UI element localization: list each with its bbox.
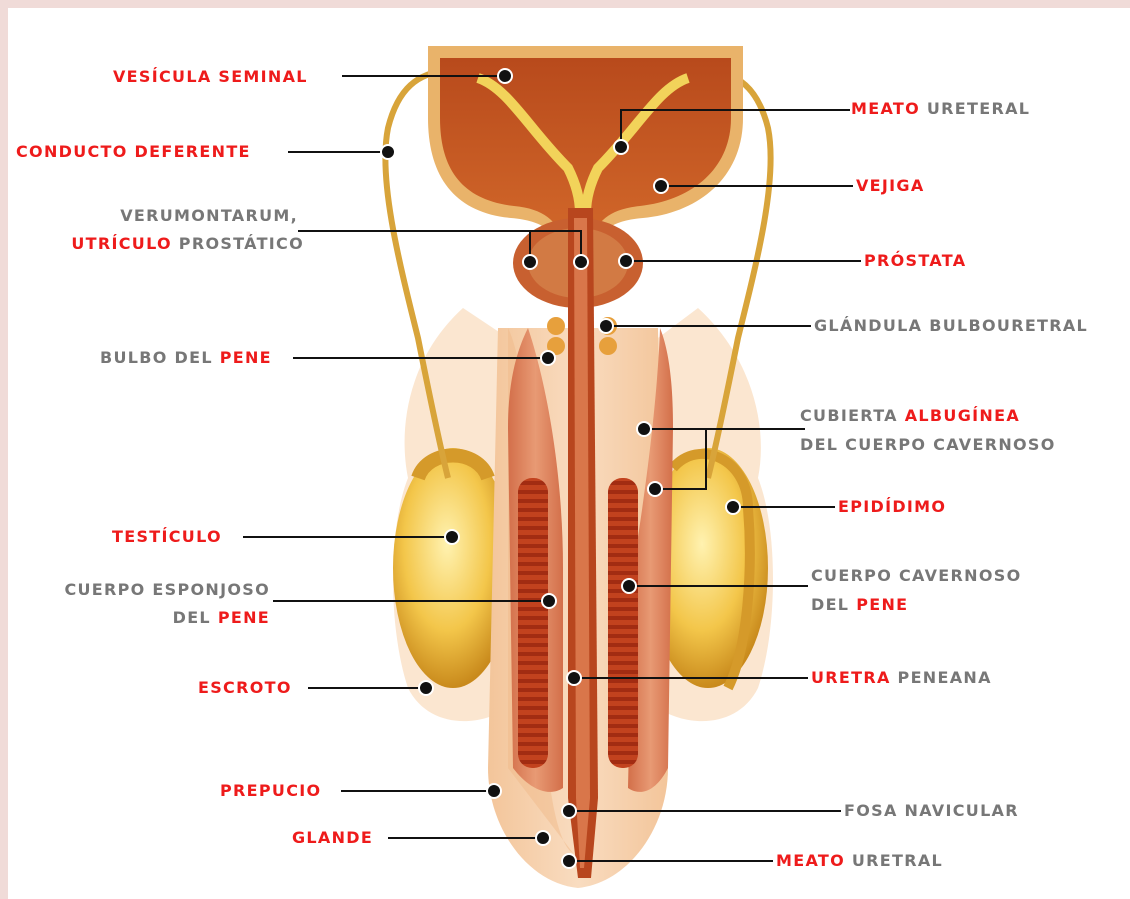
dot-meato-uretral <box>562 854 576 868</box>
dot-escroto <box>419 681 433 695</box>
label-bulbo-pene: PENE <box>220 348 272 367</box>
dot-epididimo <box>726 500 740 514</box>
dot-esponjoso <box>542 594 556 608</box>
label-esponjoso-del: DEL <box>173 608 218 627</box>
dot-bulbo <box>541 351 555 365</box>
dot-albuginea-2 <box>648 482 662 496</box>
dot-prepucio <box>487 784 501 798</box>
dot-glandula <box>599 319 613 333</box>
dot-albuginea <box>637 422 651 436</box>
label-utriculo-prostatico: UTRÍCULO PROSTÁTICO <box>28 233 304 255</box>
label-vejiga: VEJIGA <box>856 175 925 197</box>
label-del-cuerpo-cavernoso: DEL CUERPO CAVERNOSO <box>800 434 1056 456</box>
dot-testiculo <box>445 530 459 544</box>
diagram-canvas: VESÍCULA SEMINAL CONDUCTO DEFERENTE VERU… <box>8 8 1130 899</box>
dot-verumontarum <box>523 255 537 269</box>
label-prostatico: PROSTÁTICO <box>172 234 304 253</box>
label-utriculo: UTRÍCULO <box>71 234 172 253</box>
label-prepucio: PREPUCIO <box>220 780 321 802</box>
label-peneana: PENEANA <box>891 668 992 687</box>
label-glandula-bulbouretral: GLÁNDULA BULBOURETRAL <box>814 315 1088 337</box>
label-testiculo: TESTÍCULO <box>112 526 222 548</box>
label-conducto-deferente: CONDUCTO DEFERENTE <box>16 141 251 163</box>
label-bulbo-del: BULBO DEL <box>100 348 220 367</box>
label-uretra: URETRA <box>811 668 891 687</box>
label-albuginea: ALBUGÍNEA <box>905 406 1020 425</box>
label-meato-uretral: MEATO URETRAL <box>776 850 943 872</box>
dot-fosa <box>562 804 576 818</box>
label-meato-ureteral: MEATO URETERAL <box>851 98 1030 120</box>
label-meato-uretral-gray: URETRAL <box>845 851 943 870</box>
dot-cavernoso <box>622 579 636 593</box>
label-esponjoso-del-pene: DEL PENE <box>18 607 270 629</box>
dot-meato-ureteral <box>614 140 628 154</box>
label-glande: GLANDE <box>292 827 373 849</box>
dot-conducto <box>381 145 395 159</box>
label-cavernoso-del-pene: DEL PENE <box>811 594 908 616</box>
label-escroto: ESCROTO <box>198 677 292 699</box>
label-cuerpo-esponjoso: CUERPO ESPONJOSO <box>18 579 270 601</box>
label-meato-uretral-red: MEATO <box>776 851 845 870</box>
label-vesicula-seminal: VESÍCULA SEMINAL <box>113 66 308 88</box>
label-cubierta: CUBIERTA <box>800 406 905 425</box>
dot-utriculo <box>574 255 588 269</box>
label-cuerpo-cavernoso: CUERPO CAVERNOSO <box>811 565 1021 587</box>
label-meato-ureteral-gray: URETERAL <box>920 99 1030 118</box>
dot-uretra <box>567 671 581 685</box>
dot-vejiga <box>654 179 668 193</box>
label-fosa-navicular: FOSA NAVICULAR <box>844 800 1019 822</box>
dot-vesicula <box>498 69 512 83</box>
label-uretra-peneana: URETRA PENEANA <box>811 667 992 689</box>
label-prostata: PRÓSTATA <box>864 250 966 272</box>
label-bulbo-del-pene: BULBO DEL PENE <box>100 347 272 369</box>
label-esponjoso-pene: PENE <box>218 608 270 627</box>
dot-glande <box>536 831 550 845</box>
label-cavernoso-del: DEL <box>811 595 856 614</box>
label-meato-ureteral-red: MEATO <box>851 99 920 118</box>
dot-prostata <box>619 254 633 268</box>
penis-shape <box>488 208 673 888</box>
label-cubierta-albuginea: CUBIERTA ALBUGÍNEA <box>800 405 1020 427</box>
label-verumontarum: VERUMONTARUM, <box>68 205 298 227</box>
label-epididimo: EPIDÍDIMO <box>838 496 946 518</box>
label-cavernoso-pene: PENE <box>856 595 908 614</box>
